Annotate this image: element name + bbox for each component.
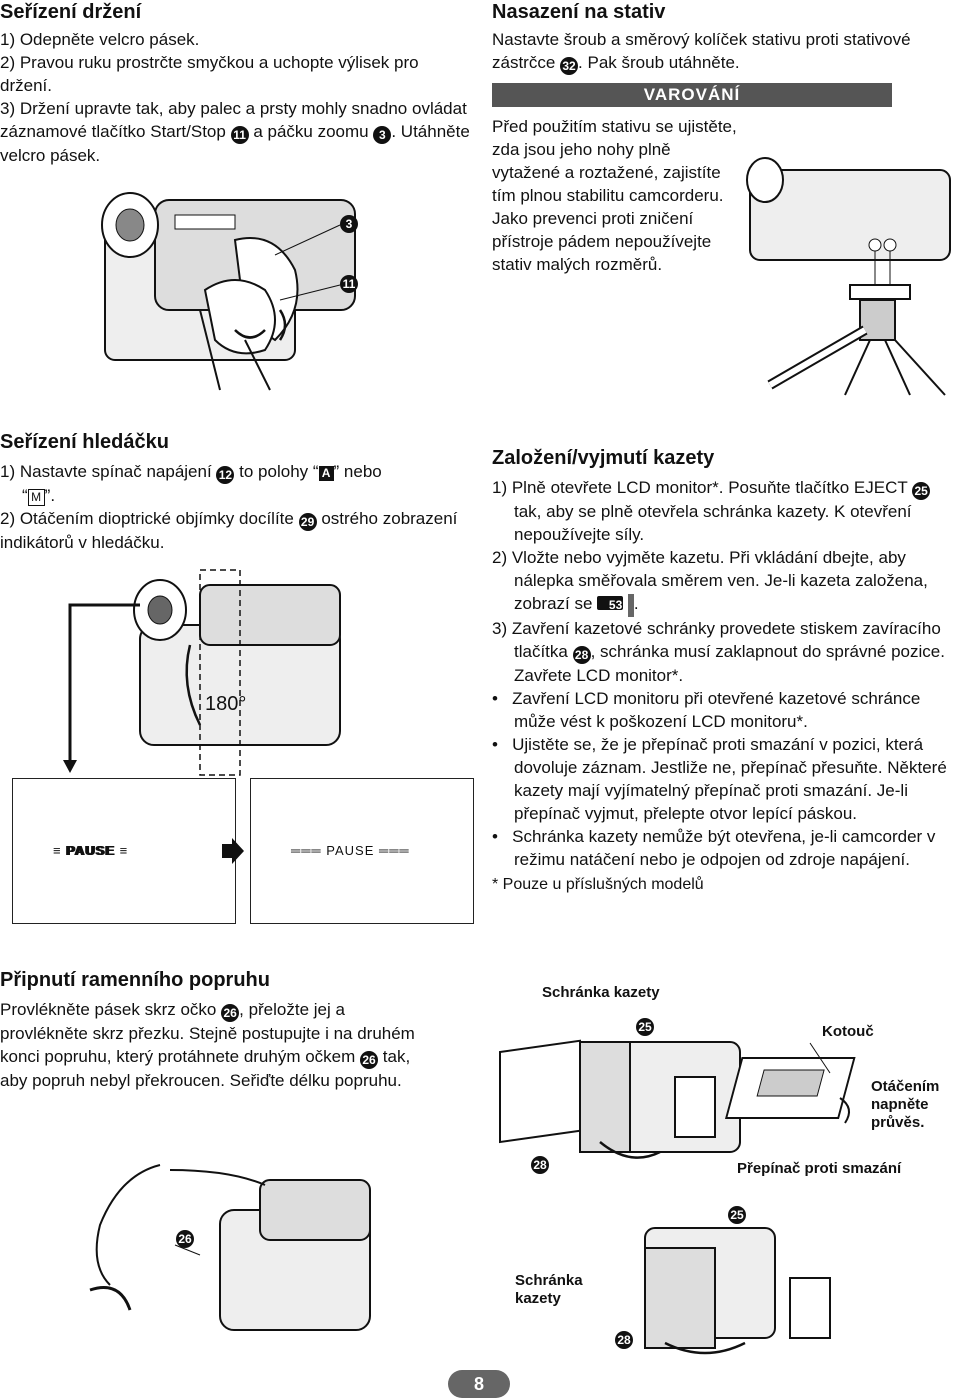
tripod-text-a: Nastavte šroub a směrový kolíček stativu… xyxy=(492,30,911,72)
cassette-title: Založení/vyjmutí kazety xyxy=(492,447,715,469)
warning-text: Před použitím stativu se ujistěte, zda j… xyxy=(492,117,737,274)
viewfinder-title: Seřízení hledáčku xyxy=(0,431,169,453)
pause-blurry-row: ≡ PAUSE ≡ xyxy=(53,843,128,858)
tripod-text-b: . Pak šroub utáhněte. xyxy=(578,53,740,72)
cassette-icon xyxy=(597,596,624,610)
callout-11: 11 xyxy=(230,126,249,144)
cassette-step1-a: 1) Plně otevřete LCD monitor*. Posuňte t… xyxy=(492,478,908,497)
cassette-step-2: 2) Vložte nebo vyjměte kazetu. Při vklád… xyxy=(492,546,954,617)
grip-callout-11: 11 xyxy=(340,275,358,293)
grip-step-2: 2) Pravou ruku prostrčte smyčkou a uchop… xyxy=(0,53,419,95)
grip-steps: 1) Odepněte velcro pásek. 2) Pravou ruku… xyxy=(0,28,470,167)
strap-callout-26: 26 xyxy=(176,1230,194,1248)
cassette-tape-illustration xyxy=(724,1042,856,1124)
callout-3: 3 xyxy=(373,126,392,144)
cassette-callout-28-bottom: 28 xyxy=(615,1331,633,1349)
vf-step2-a: 2) Otáčením dioptrické objímky docílíte xyxy=(0,509,294,528)
label-holder-bottom: Schránka kazety xyxy=(515,1272,583,1307)
label-holder-top: Schránka kazety xyxy=(542,984,660,1001)
vf-step1-b: to polohy “ xyxy=(239,462,319,481)
cassette-bullet-3: • Schránka kazety nemůže být otevřena, j… xyxy=(492,827,936,869)
label-turn: Otáčením napněte průvěs. xyxy=(871,1078,940,1131)
callout-25: 25 xyxy=(912,482,931,500)
strap-text-a: Provlékněte pásek skrz očko xyxy=(0,1000,217,1019)
viewfinder-steps: 1) Nastavte spínač napájení 12 to polohy… xyxy=(0,460,470,554)
strap-illustration xyxy=(89,1164,371,1331)
arrow-right-icon xyxy=(222,838,244,864)
vf-step1-a: 1) Nastavte spínač napájení xyxy=(0,462,212,481)
callout-28: 28 xyxy=(572,646,591,664)
strap-title: Připnutí ramenního popruhu xyxy=(0,969,270,991)
cassette-step3-b: , schránka musí zaklapnout do správné po… xyxy=(514,642,945,685)
grip-title: Seřízení držení xyxy=(0,1,142,23)
mode-a-icon: A xyxy=(318,466,334,481)
vf-step2-b: ostrého zobrazení indikátorů v hledáčku. xyxy=(0,509,458,552)
lines-left-icon: ═══ xyxy=(291,843,322,858)
viewfinder-sharp-display: ═══ PAUSE ═══ xyxy=(250,778,474,924)
tripod-title: Nasazení na stativ xyxy=(492,1,666,23)
viewfinder-step-1: 1) Nastavte spínač napájení 12 to polohy… xyxy=(0,460,470,507)
cassette-step-1: 1) Plně otevřete LCD monitor*. Posuňte t… xyxy=(492,476,954,546)
callout-32: 32 xyxy=(560,57,579,75)
callout-29: 29 xyxy=(298,513,317,531)
grip-camcorder-illustration xyxy=(101,192,356,391)
cassette-step2-a: 2) Vložte nebo vyjměte kazetu. Při vklád… xyxy=(492,548,928,613)
strap-text: Provlékněte pásek skrz očko 26, přeložte… xyxy=(0,998,430,1092)
cassette-step1-b: tak, aby se plně otevřela schránka kazet… xyxy=(514,502,912,544)
pause-sharp-row: ═══ PAUSE ═══ xyxy=(291,843,410,858)
viewfinder-blurry-display: ≡ PAUSE ≡ xyxy=(12,778,236,924)
page-ref-53: 53 xyxy=(609,594,634,617)
cassette-open-illustration xyxy=(499,1039,741,1159)
cassette-closing-illustration xyxy=(644,1227,831,1355)
warning-label: VAROVÁNÍ xyxy=(492,83,892,107)
cassette-steps: 1) Plně otevřete LCD monitor*. Posuňte t… xyxy=(492,476,954,896)
cassette-callout-28-top: 28 xyxy=(531,1156,549,1174)
cassette-callout-25-top: 25 xyxy=(636,1018,654,1036)
tripod-text: Nastavte šroub a směrový kolíček stativu… xyxy=(492,28,952,75)
grip-step-3-c: . Utáhněte velcro pásek. xyxy=(0,122,470,165)
blur-lines-left-icon: ≡ xyxy=(53,843,62,858)
cassette-bullet-2-text: Ujistěte se, že je přepínač proti smazán… xyxy=(512,735,947,823)
cassette-step3-a: 3) Zavření kazetové schránky provedete s… xyxy=(492,619,941,661)
grip-step-3-b: a páčku zoomu xyxy=(253,122,369,141)
grip-step-3-a: 3) Držení upravte tak, aby palec a prsty… xyxy=(0,99,467,141)
viewfinder-camcorder-illustration: 180° xyxy=(63,569,341,776)
strap-text-b: , přeložte jej a provlékněte skrz přezku… xyxy=(0,1000,415,1066)
grip-step-3: 3) Držení upravte tak, aby palec a prsty… xyxy=(0,97,470,167)
cassette-section: Založení/vyjmutí kazety 1) Plně otevřete… xyxy=(492,446,954,896)
cassette-step-3: 3) Zavření kazetové schránky provedete s… xyxy=(492,617,954,687)
mode-m-icon: M xyxy=(27,489,45,506)
pause-sharp-label: PAUSE xyxy=(326,843,375,858)
label-reel: Kotouč xyxy=(822,1023,874,1040)
angle-label: 180° xyxy=(205,693,246,715)
grip-callout-3: 3 xyxy=(340,215,358,233)
grip-section: Seřízení držení 1) Odepněte velcro pásek… xyxy=(0,0,470,167)
grip-step-1: 1) Odepněte velcro pásek. xyxy=(0,30,200,49)
cassette-bullet-2: • Ujistěte se, že je přepínač proti smaz… xyxy=(492,735,947,823)
cassette-bullet-1: • Zavření LCD monitoru při otevřené kaze… xyxy=(492,689,921,731)
callout-26b: 26 xyxy=(360,1051,379,1069)
pause-blurry-label: PAUSE xyxy=(66,843,116,858)
page-number: 8 xyxy=(448,1370,510,1398)
viewfinder-section: Seřízení hledáčku 1) Nastavte spínač nap… xyxy=(0,430,470,554)
cassette-bullet-1-text: Zavření LCD monitoru při otevřené kazeto… xyxy=(512,689,921,731)
strap-section: Připnutí ramenního popruhu Provlékněte p… xyxy=(0,968,430,1092)
vf-step1-c: ” nebo xyxy=(333,462,382,481)
cassette-step2-b: . xyxy=(633,594,639,613)
blur-lines-right-icon: ≡ xyxy=(119,843,129,858)
lines-right-icon: ═══ xyxy=(379,843,410,858)
callout-26: 26 xyxy=(221,1004,240,1022)
vf-step1-e: ”. xyxy=(44,486,56,505)
strap-text-c: tak, aby popruh nebyl překroucen. Seřiďt… xyxy=(0,1047,411,1090)
cassette-bullet-3-text: Schránka kazety nemůže být otevřena, je-… xyxy=(512,827,936,869)
callout-12: 12 xyxy=(216,466,235,484)
cassette-footnote: * Pouze u příslušných modelů xyxy=(492,876,704,893)
tripod-illustration xyxy=(746,157,951,396)
label-protect: Přepínač proti smazání xyxy=(737,1160,902,1177)
viewfinder-step-2: 2) Otáčením dioptrické objímky docílíte … xyxy=(0,507,470,554)
vf-step1-d: “ xyxy=(22,486,28,505)
cassette-callout-25-bottom: 25 xyxy=(728,1206,746,1224)
tripod-section: Nasazení na stativ Nastavte šroub a směr… xyxy=(492,0,952,276)
